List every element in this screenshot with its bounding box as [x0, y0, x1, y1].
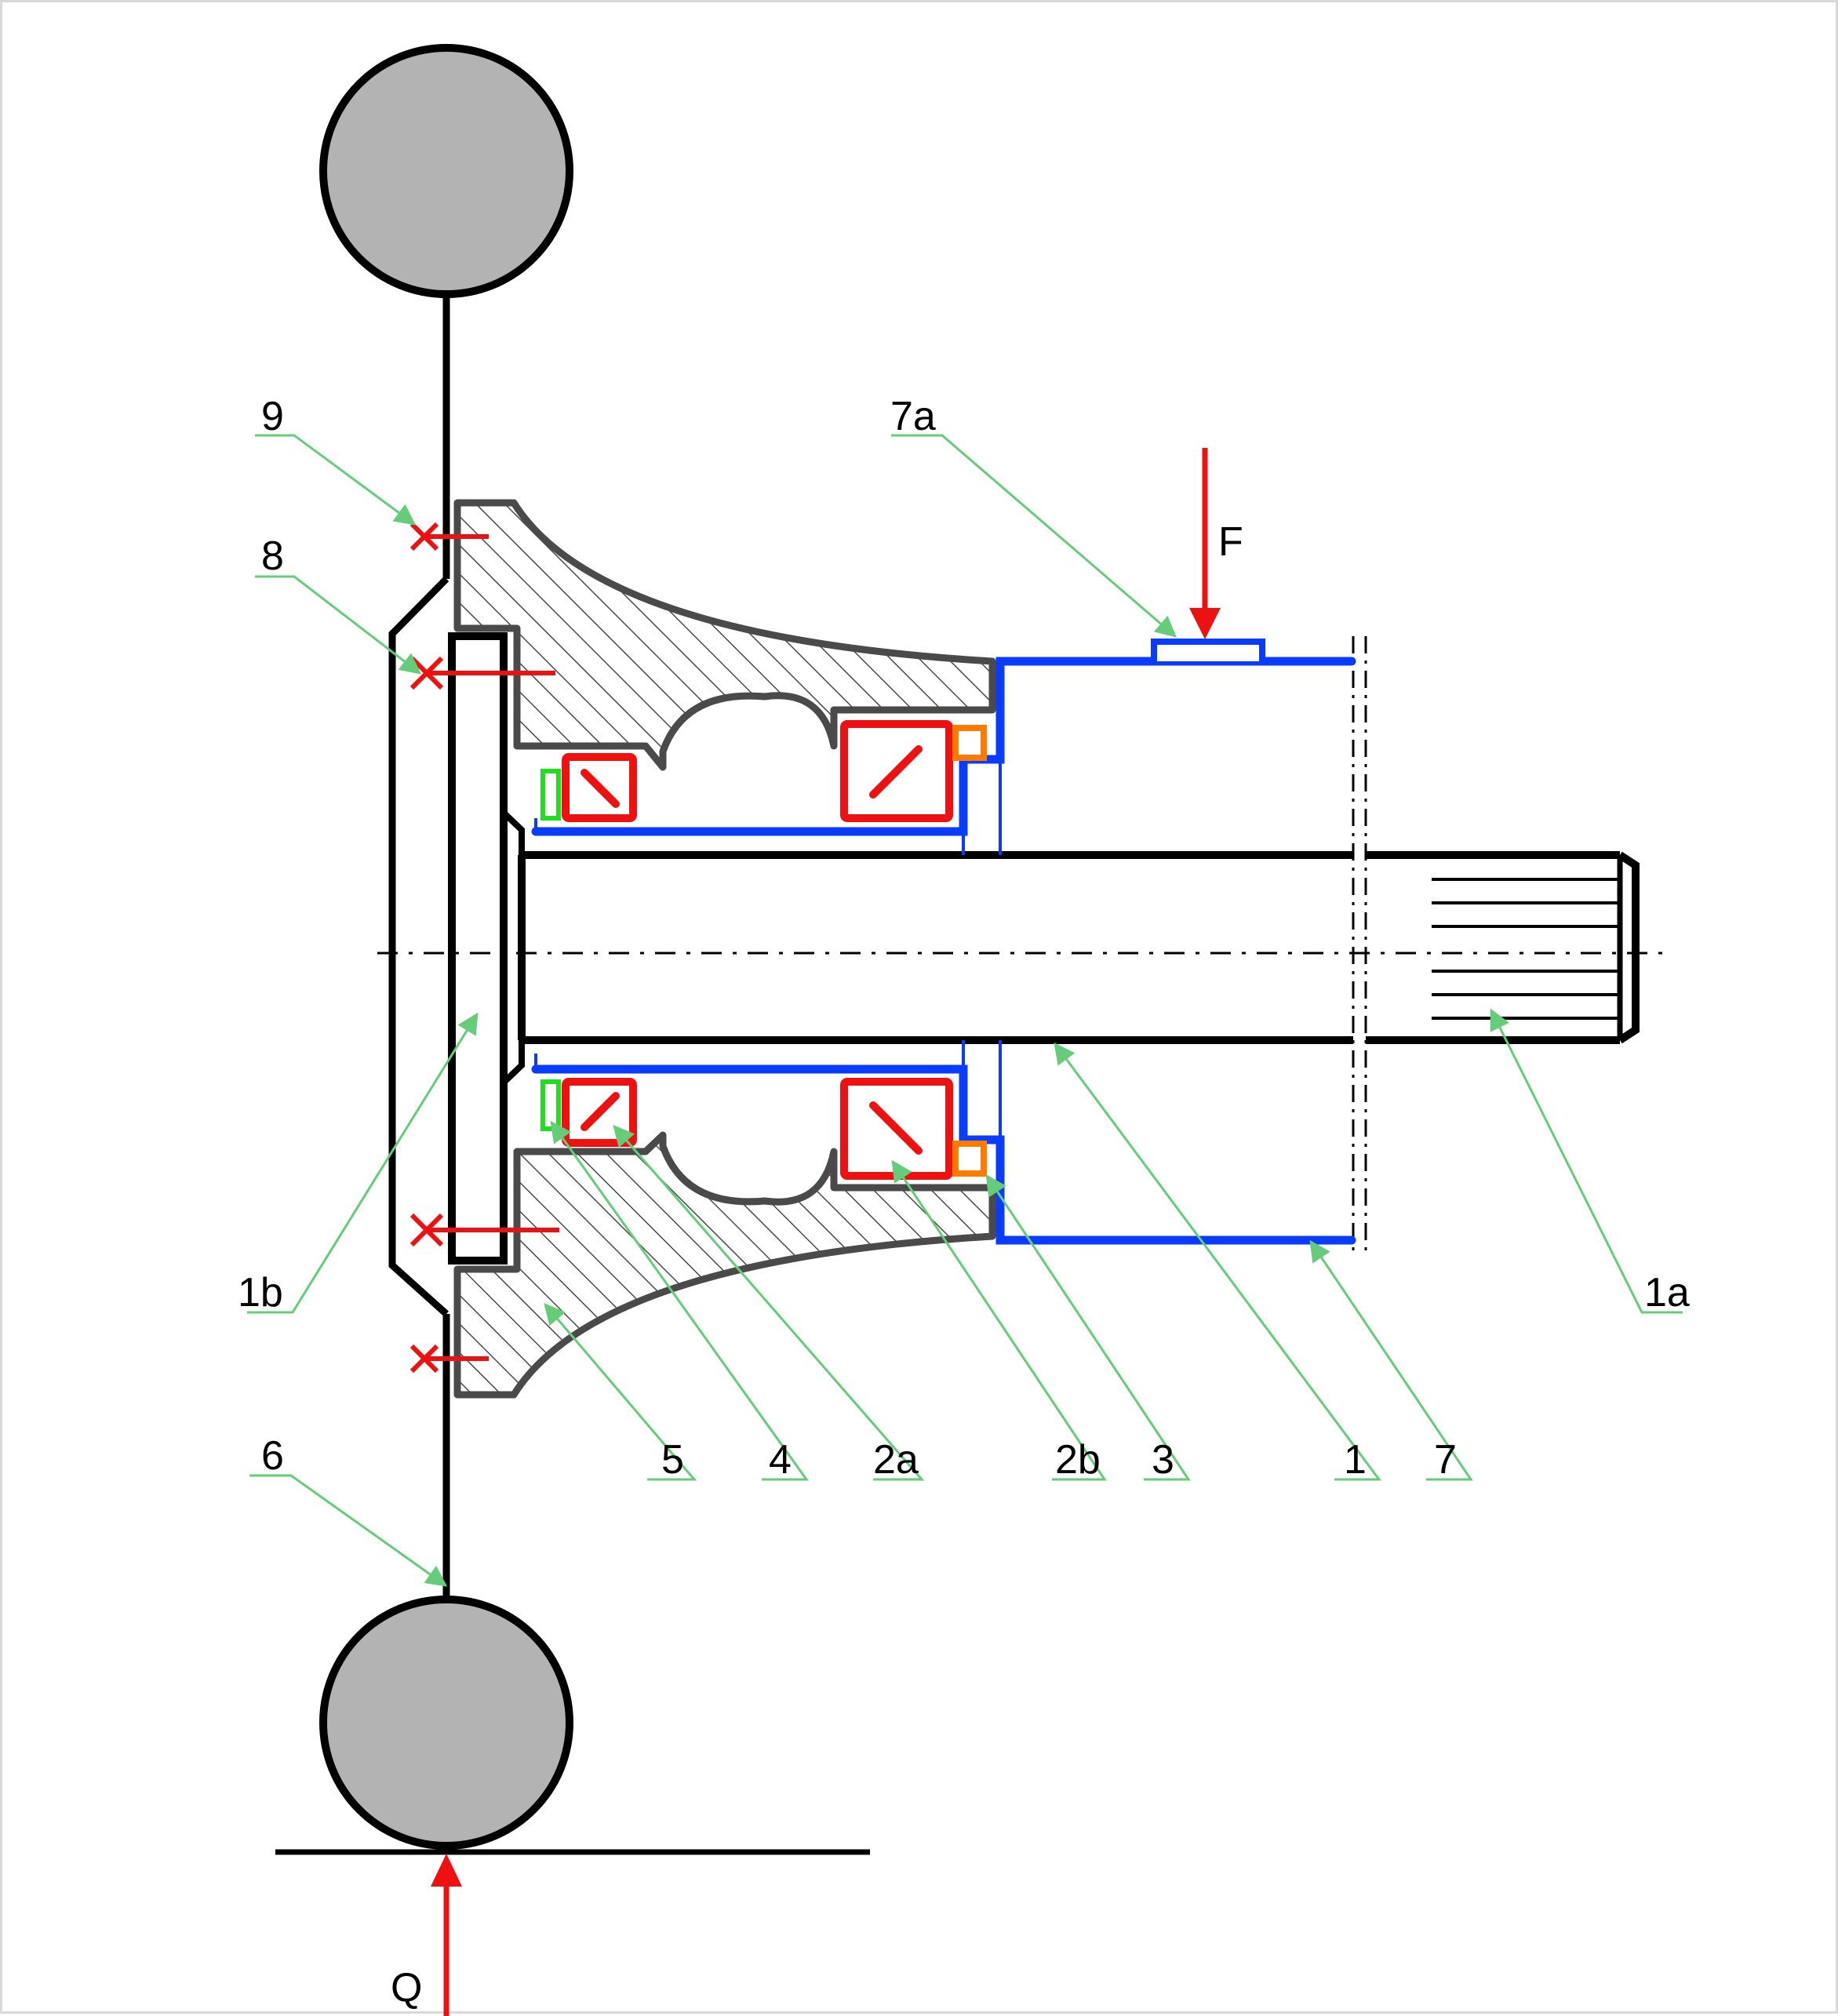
red-x-mark — [409, 1213, 559, 1247]
force-q-arrow — [431, 1854, 462, 2016]
label-5: 5 — [661, 1437, 684, 1483]
label-1b: 1b — [238, 1270, 283, 1315]
force-f-arrow — [1189, 448, 1221, 639]
label-8: 8 — [261, 533, 284, 579]
bearing-large-upper — [840, 720, 953, 822]
bearing-small-upper — [562, 753, 637, 822]
label-3: 3 — [1152, 1437, 1174, 1483]
hub-housing-lower — [453, 1131, 996, 1399]
drive-shaft — [518, 851, 1640, 1044]
inner-sleeve-edges — [534, 759, 1002, 1140]
label-2b: 2b — [1055, 1437, 1101, 1483]
label-4: 4 — [769, 1437, 792, 1483]
label-1: 1 — [1344, 1437, 1367, 1483]
label-q: Q — [391, 1965, 422, 2011]
label-1a: 1a — [1644, 1270, 1690, 1315]
shaft-splines — [1432, 878, 1618, 1020]
seal-upper — [540, 769, 561, 821]
bearing-large-lower — [840, 1078, 953, 1180]
hub-housing-upper — [453, 499, 996, 771]
break-lines — [1352, 636, 1367, 1256]
leader-lines — [247, 434, 1683, 1587]
key-7a — [1151, 639, 1265, 661]
seal-lower — [540, 1079, 561, 1131]
wheel-upper — [319, 44, 573, 298]
red-x-mark — [409, 522, 489, 551]
label-9: 9 — [261, 394, 284, 439]
red-x-mark — [409, 1344, 489, 1374]
label-f: F — [1218, 519, 1243, 565]
label-6: 6 — [261, 1433, 284, 1479]
bearing-small-lower — [562, 1078, 637, 1147]
label-2a: 2a — [873, 1437, 919, 1483]
wheel-lower — [319, 1596, 573, 1850]
spacer-lower — [952, 1141, 987, 1177]
wheel-disc — [388, 294, 450, 1599]
label-7a: 7a — [890, 394, 936, 439]
shaft-flange-plate — [448, 632, 508, 1265]
label-7: 7 — [1434, 1437, 1457, 1483]
spacer-upper — [952, 725, 987, 761]
